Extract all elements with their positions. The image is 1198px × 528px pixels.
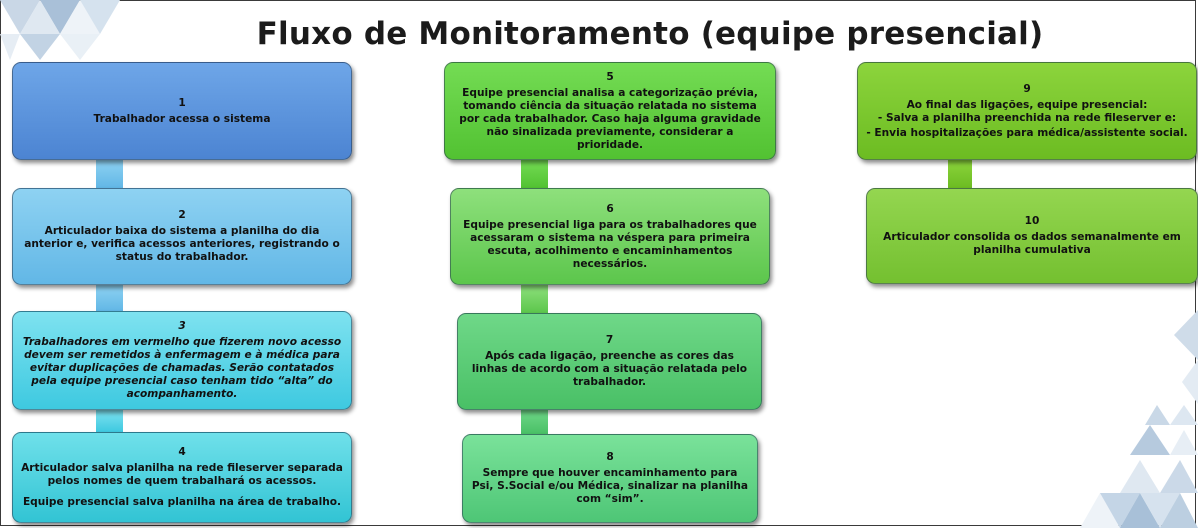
- page-title: Fluxo de Monitoramento (equipe presencia…: [256, 16, 1044, 52]
- connector-5-6: [521, 160, 548, 188]
- step-text: Sempre que houver encaminhamento para Ps…: [471, 467, 749, 505]
- step-number: 1: [178, 96, 186, 109]
- step-text: Trabalhadores em vermelho que fizerem no…: [22, 336, 342, 400]
- flow-step-2: 2 Articulador baixa do sistema a planilh…: [12, 188, 352, 285]
- flow-step-10: 10 Articulador consolida os dados semana…: [866, 188, 1198, 284]
- connector-1-2: [96, 160, 123, 188]
- step-text: Após cada ligação, preenche as cores das…: [471, 350, 748, 388]
- step-number: 6: [606, 202, 614, 215]
- flow-step-8: 8 Sempre que houver encaminhamento para …: [462, 434, 758, 523]
- connector-7-8: [521, 410, 548, 434]
- flow-step-4: 4 Articulador salva planilha na rede fil…: [12, 432, 352, 523]
- decorative-triangles-top-left: [0, 0, 120, 60]
- step-number: 8: [606, 451, 614, 463]
- step-text: Equipe presencial liga para os trabalhad…: [463, 218, 757, 270]
- step-text: Articulador baixa do sistema a planilha …: [24, 225, 340, 263]
- step-number: 4: [178, 446, 186, 458]
- flow-step-1: 1 Trabalhador acessa o sistema: [12, 62, 352, 160]
- step-text: Articulador consolida os dados semanalme…: [883, 231, 1181, 256]
- flow-step-5: 5 Equipe presencial analisa a categoriza…: [444, 62, 776, 160]
- connector-2-3: [96, 285, 123, 311]
- step-number: 5: [606, 70, 614, 83]
- step-text: Articulador salva planilha na rede files…: [21, 462, 343, 487]
- step-number: 2: [178, 209, 186, 221]
- decorative-triangles-bottom-right: [1080, 405, 1198, 528]
- flow-step-7: 7 Após cada ligação, preenche as cores d…: [457, 313, 762, 410]
- step-number: 3: [178, 320, 186, 332]
- connector-9-10: [948, 160, 972, 188]
- step-number: 10: [1024, 215, 1040, 227]
- flow-step-9: 9 Ao final das ligações, equipe presenci…: [857, 62, 1197, 160]
- connector-6-7: [521, 285, 548, 313]
- step-number: 7: [605, 334, 614, 346]
- decorative-triangles-right: [1174, 310, 1198, 404]
- step-text: - Envia hospitalizações para médica/assi…: [866, 126, 1188, 139]
- step-text: - Salva a planilha preenchida na rede fi…: [877, 111, 1177, 124]
- flow-step-6: 6 Equipe presencial liga para os trabalh…: [450, 188, 770, 285]
- step-text: Equipe presencial salva planilha na área…: [22, 496, 342, 508]
- step-text: Ao final das ligações, equipe presencial…: [906, 98, 1148, 111]
- step-text: Equipe presencial analisa a categorizaçã…: [459, 86, 761, 151]
- step-number: 9: [1023, 82, 1031, 95]
- flow-step-3: 3 Trabalhadores em vermelho que fizerem …: [12, 311, 352, 410]
- step-text: Trabalhador acessa o sistema: [93, 112, 271, 125]
- connector-3-4: [96, 410, 123, 432]
